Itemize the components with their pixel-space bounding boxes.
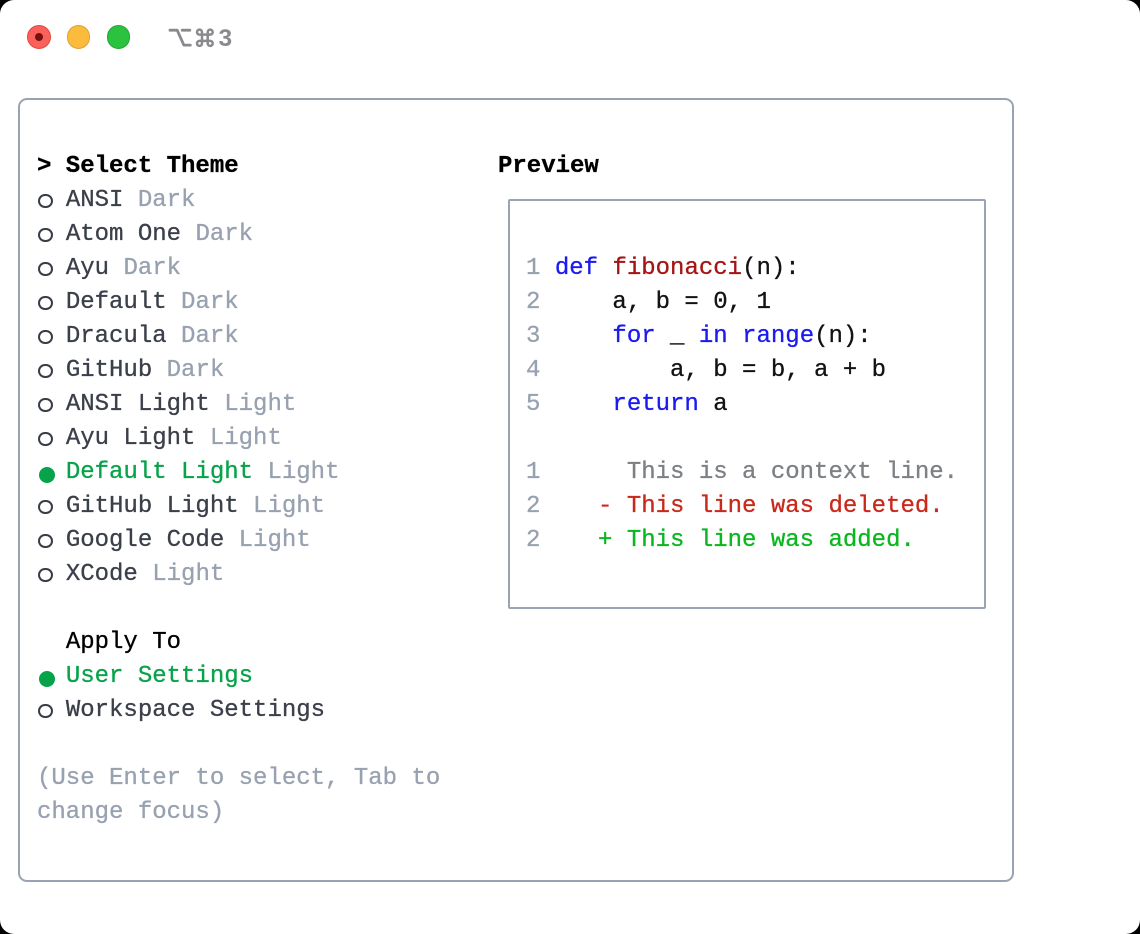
- svg-text:3: 3: [219, 25, 233, 52]
